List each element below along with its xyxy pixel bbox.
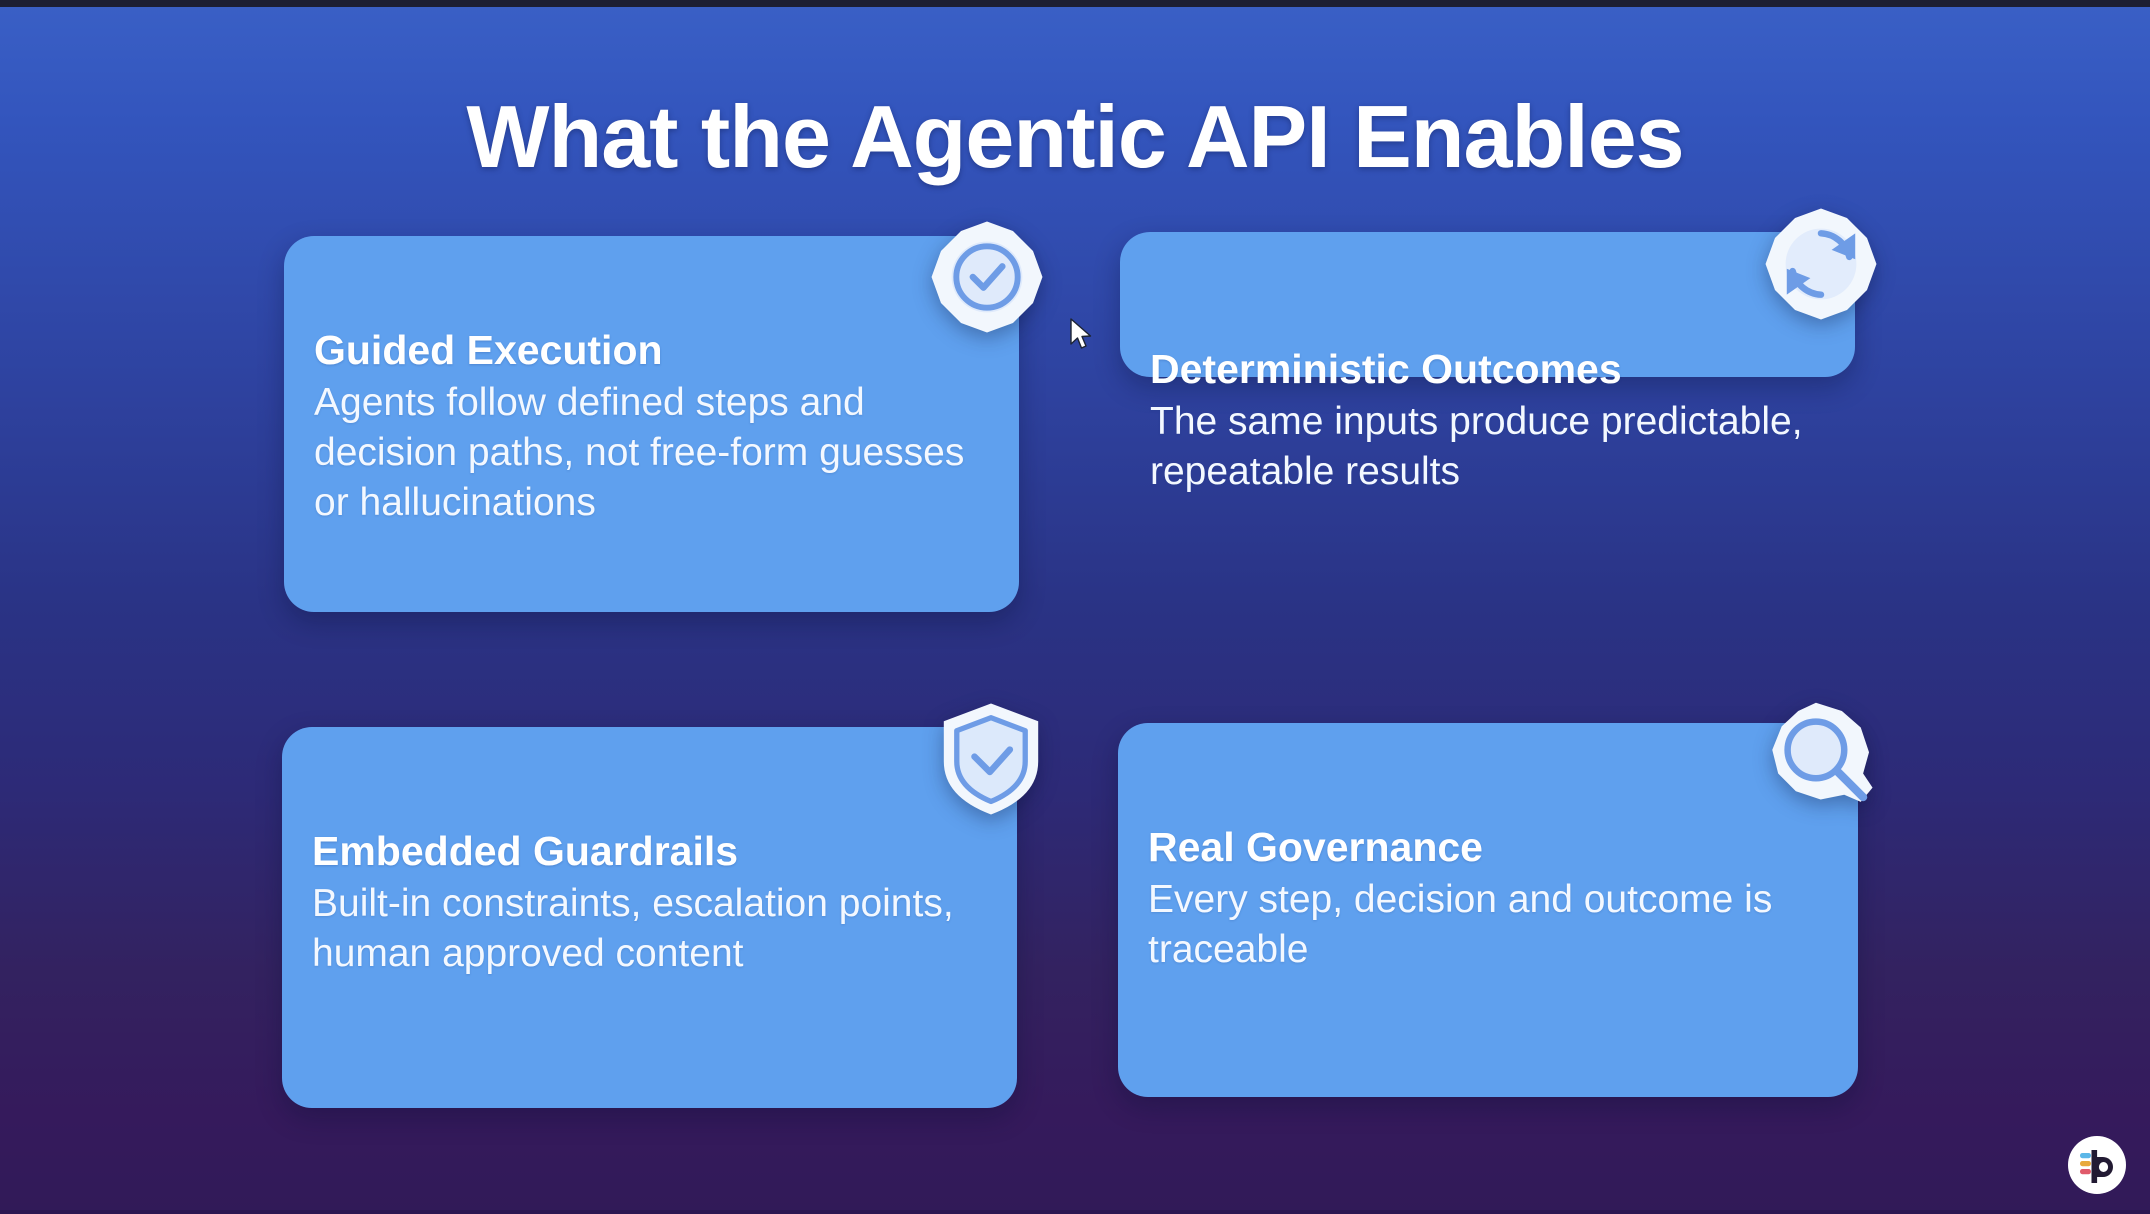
card-description: Agents follow defined steps and decision… — [314, 381, 965, 525]
feature-card-real-governance[interactable]: Real Governance Every step, decision and… — [1118, 723, 1858, 1097]
card-title: Embedded Guardrails — [312, 828, 739, 874]
feature-card-guided-execution[interactable]: Guided Execution Agents follow defined s… — [284, 236, 1019, 612]
card-title: Guided Execution — [314, 327, 663, 373]
card-body: Real Governance Every step, decision and… — [1148, 823, 1832, 975]
card-title: Deterministic Outcomes — [1150, 346, 1622, 392]
card-description: Built-in constraints, escalation points,… — [312, 882, 954, 976]
card-body: Embedded Guardrails Built-in constraints… — [312, 827, 991, 979]
card-description: Every step, decision and outcome is trac… — [1148, 878, 1773, 972]
refresh-sync-icon — [1762, 205, 1880, 323]
card-body: Guided Execution Agents follow defined s… — [314, 326, 993, 528]
bottom-edge-bar — [0, 1210, 2150, 1214]
brand-logo[interactable] — [2066, 1134, 2128, 1196]
shield-check-icon — [932, 700, 1050, 818]
feature-card-embedded-guardrails[interactable]: Embedded Guardrails Built-in constraints… — [282, 727, 1017, 1108]
feature-card-deterministic-outcomes[interactable]: Deterministic Outcomes The same inputs p… — [1120, 232, 1855, 493]
top-edge-bar — [0, 0, 2150, 7]
card-body: Deterministic Outcomes The same inputs p… — [1150, 345, 1829, 497]
mouse-cursor — [1069, 318, 1095, 352]
magnifying-glass-icon — [1764, 698, 1882, 816]
card-title: Real Governance — [1148, 824, 1483, 870]
verified-badge-check-icon — [928, 218, 1046, 336]
page-title: What the Agentic API Enables — [466, 86, 1684, 186]
card-description: The same inputs produce predictable, rep… — [1150, 400, 1803, 494]
